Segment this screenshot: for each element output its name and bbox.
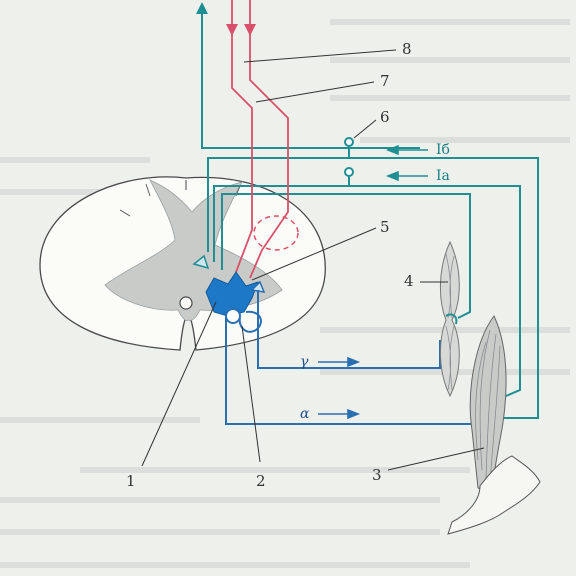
descending-arrow-icon [226,24,238,36]
skeletal-muscle [447,315,541,535]
recurrent-loop [238,310,262,333]
label-5: 5 [380,218,390,236]
ganglion-ia [344,167,354,177]
interneuron-marker [192,254,210,270]
arrow-right-icon [347,408,361,420]
label-7: 7 [380,72,390,90]
dashed-tract-region [253,215,299,251]
label-2: 2 [256,472,266,490]
label-1: 1 [126,472,136,490]
leader-lines [141,49,485,471]
alpha-motor-neuron [205,271,259,317]
renshaw-cell [225,308,241,324]
label-alpha: α [300,406,310,422]
descending-arrow-icon [244,24,256,36]
label-4: 4 [404,272,414,290]
bleed-through-text [0,19,570,568]
descending-tracts [231,0,289,279]
muscle-spindle [439,240,460,398]
ganglion-markers [344,137,354,186]
arrow-left-icon [385,170,399,182]
arrow-right-icon [347,356,361,368]
efferent-arrows [318,356,361,420]
ganglion-ib [344,137,354,147]
label-gamma: γ [300,354,309,370]
arrow-left-icon [385,144,399,156]
ascending-arrow-icon [196,2,208,14]
label-3: 3 [372,466,382,484]
label-6: 6 [380,108,390,126]
central-canal [179,296,193,310]
afferent-arrows [385,144,428,182]
label-8: 8 [402,40,412,58]
label-ib: Iб [436,142,450,158]
label-ia: Ia [436,168,450,184]
